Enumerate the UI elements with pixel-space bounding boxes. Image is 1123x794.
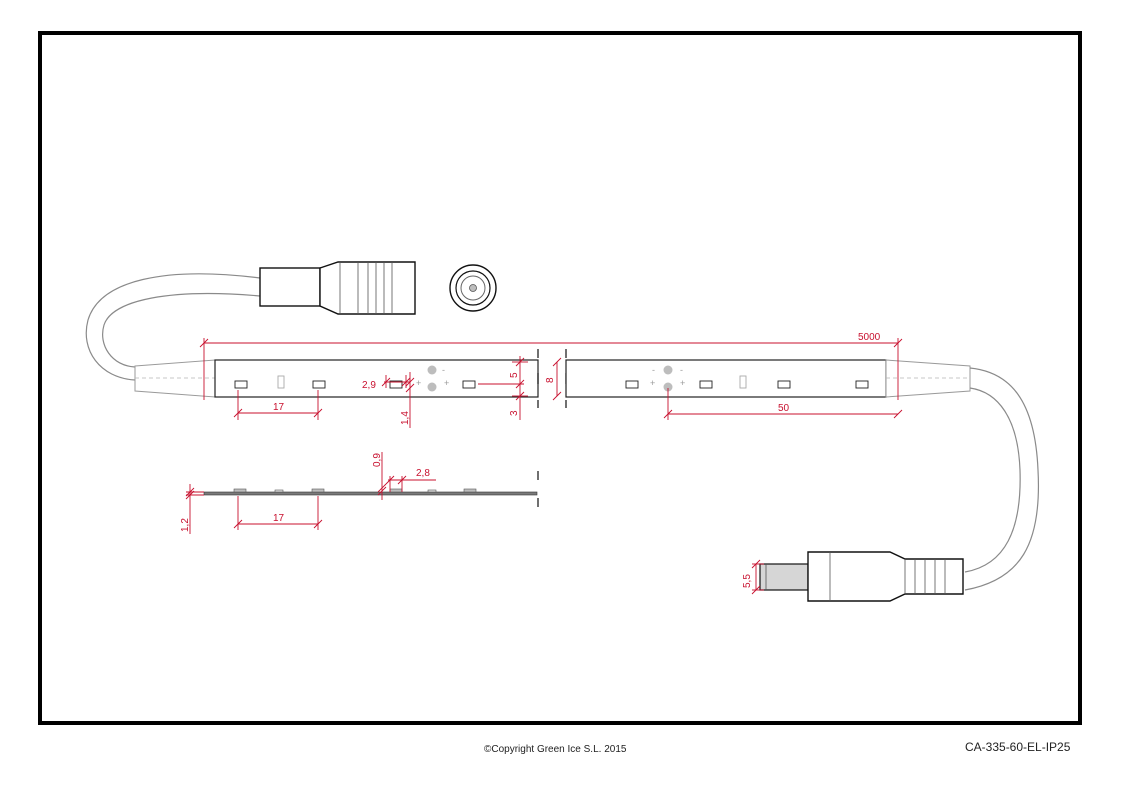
male-dc-plug (759, 551, 964, 602)
svg-text:+: + (650, 378, 655, 388)
dim-strip-half-bottom: 3 (509, 410, 520, 416)
led-strip-side-view (203, 488, 538, 496)
dim-led-thickness: 0,9 (372, 453, 383, 467)
svg-text:-: - (442, 365, 445, 375)
dim-led-size: 2,9 (362, 380, 376, 391)
left-end-boot (134, 359, 216, 398)
svg-text:+: + (444, 378, 449, 388)
svg-text:-: - (680, 365, 683, 375)
dimension-lines (185, 338, 903, 595)
svg-text:+: + (416, 378, 421, 388)
right-end-boot (885, 359, 971, 398)
left-cable (85, 273, 261, 381)
dim-pcb-thickness: 1,2 (180, 518, 191, 532)
dim-led-side-width: 2,8 (416, 468, 430, 479)
part-number: CA-335-60-EL-IP25 (965, 740, 1071, 754)
break-marks (537, 349, 567, 507)
svg-text:-: - (652, 365, 655, 375)
female-dc-connector (259, 261, 416, 315)
dim-strip-width: 8 (545, 377, 556, 383)
dim-strip-half-top: 5 (509, 372, 520, 378)
led-strip-right-top-view: - + - + (565, 359, 887, 398)
socket-front-view (449, 264, 497, 312)
dim-plug-diameter: 5,5 (742, 574, 753, 588)
dimension-labels: 5000 17 2,9 1,4 5 3 8 50 1,2 17 0,9 2,8 … (180, 332, 881, 588)
dim-led-pitch-top: 17 (273, 402, 285, 413)
led-chip (277, 375, 285, 389)
copyright-notice: ©Copyright Green Ice S.L. 2015 (484, 744, 627, 755)
right-cable (964, 367, 1040, 591)
dim-total-length: 5000 (858, 332, 881, 343)
dim-led-height: 1,4 (400, 411, 411, 425)
dim-segment-length: 50 (778, 403, 790, 414)
svg-text:+: + (680, 378, 685, 388)
dim-led-pitch-side: 17 (273, 513, 285, 524)
led-strip-left-top-view: - + + (214, 359, 539, 398)
drawing-frame (38, 31, 1082, 725)
